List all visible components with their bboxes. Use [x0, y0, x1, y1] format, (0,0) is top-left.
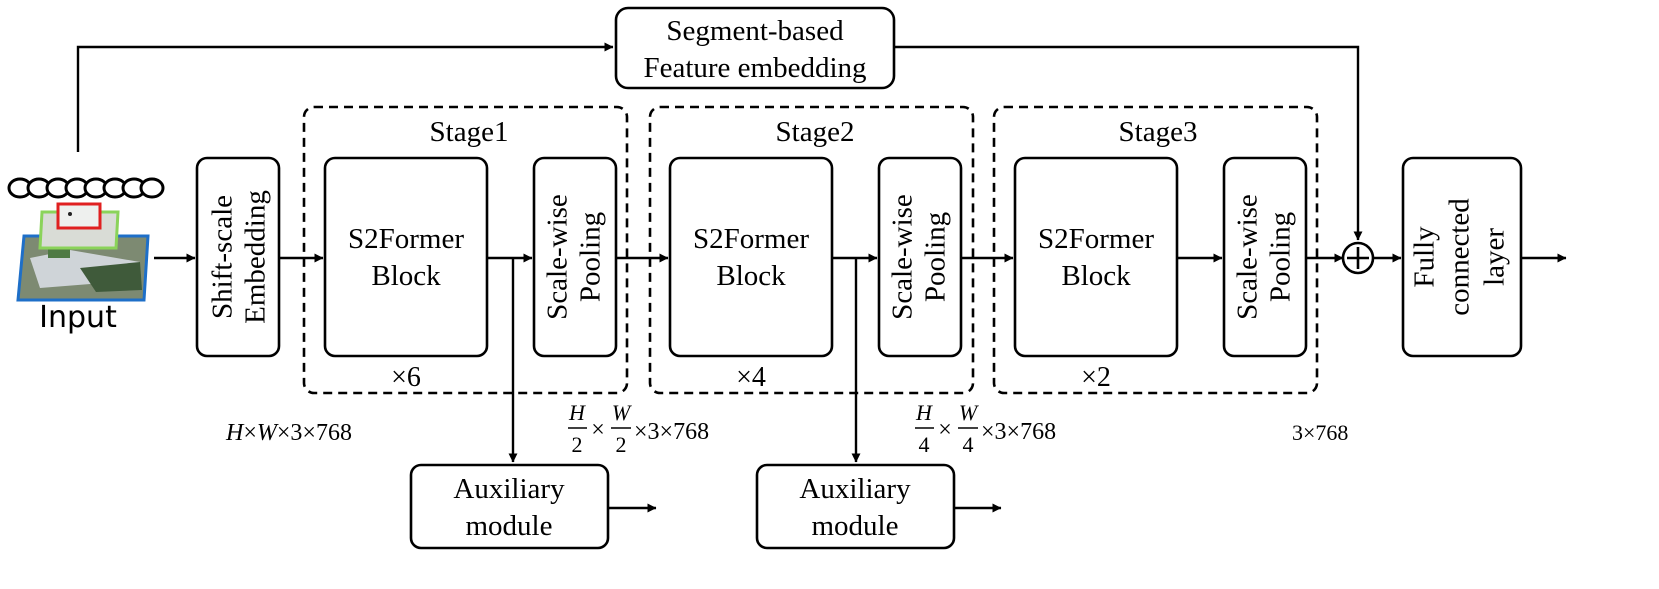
dim1-times: ×: [243, 420, 257, 446]
stage1-container: [302, 105, 629, 395]
dim2-den2: 2: [616, 432, 627, 457]
stage2-title: Stage2: [776, 116, 855, 148]
stage1-title: Stage1: [430, 116, 509, 148]
dim2-den1: 2: [572, 432, 583, 457]
aux1-line1: Auxiliary: [453, 473, 565, 505]
auxiliary-module-2: [755, 463, 956, 550]
fc-line1: Fully: [1409, 226, 1441, 288]
aux2-line1: Auxiliary: [799, 473, 911, 505]
dim2-rest: ×3×768: [634, 419, 709, 445]
add-operator-icon: [1341, 241, 1375, 275]
stage1-block-line2: Block: [371, 260, 441, 292]
segment-embedding-line1: Segment-based: [666, 15, 844, 47]
dim2-times: ×: [591, 417, 605, 443]
embedding-line1: Shift-scale: [207, 195, 239, 319]
stage1-pool-line2: Pooling: [575, 212, 607, 302]
stage3-block-line2: Block: [1061, 260, 1131, 292]
segment-embedding-line2: Feature embedding: [643, 52, 866, 84]
input-token-chain-icon: [7, 177, 165, 199]
svg-text:H×W×3×768: H×W×3×768: [225, 420, 352, 446]
stage3-repeat: ×2: [1081, 362, 1111, 393]
dim3-num2: W: [959, 400, 979, 425]
stage2-container: [648, 105, 975, 395]
dim3-den1: 4: [919, 432, 930, 457]
dim3-times: ×: [938, 417, 952, 443]
dim3-num1: H: [915, 400, 933, 425]
embedding-line2: Embedding: [240, 190, 272, 324]
stage3-title: Stage3: [1119, 116, 1198, 148]
arrow-input-to-segment: [76, 42, 614, 152]
aux2-line2: module: [812, 510, 899, 542]
dim3-rest: ×3×768: [981, 419, 1056, 445]
stage3-container: [992, 105, 1319, 395]
stage1-pool-line1: Scale-wise: [542, 194, 574, 320]
stage2-block-line1: S2Former: [693, 223, 809, 255]
dim3-den2: 4: [963, 432, 974, 457]
stage2-repeat: ×4: [736, 362, 766, 393]
dim1-rest: ×3×768: [277, 420, 352, 446]
dim-label-1: H×W×3×768: [225, 420, 352, 446]
stage2-block-line2: Block: [716, 260, 786, 292]
stage2-s2former-block: [668, 156, 834, 358]
fc-line2: connected: [1444, 198, 1476, 316]
input-label: Input: [39, 300, 117, 335]
auxiliary-module-1: [409, 463, 610, 550]
stage2-pool-line1: Scale-wise: [887, 194, 919, 320]
dim2-num2: W: [612, 400, 632, 425]
dim1-h: H: [225, 420, 245, 446]
stage1-s2former-block: [323, 156, 489, 358]
stage2-pool-line2: Pooling: [920, 212, 952, 302]
stage3-pool-line1: Scale-wise: [1232, 194, 1264, 320]
dim2-num1: H: [568, 400, 586, 425]
dim-label-3: H 4 × W 4 ×3×768: [915, 400, 1056, 457]
stage1-repeat: ×6: [391, 362, 421, 393]
fc-line3: layer: [1479, 228, 1511, 286]
aux1-line2: module: [466, 510, 553, 542]
stage3-block-line1: S2Former: [1038, 223, 1154, 255]
stage3-s2former-block: [1013, 156, 1179, 358]
aerial-image-icon: [16, 202, 150, 302]
arrow-segment-to-add: [894, 45, 1363, 241]
dim1-w: W: [257, 420, 279, 446]
dim-label-2: H 2 × W 2 ×3×768: [568, 400, 709, 457]
stage1-block-line1: S2Former: [348, 223, 464, 255]
dim-label-4: 3×768: [1292, 420, 1348, 445]
stage3-pool-line2: Pooling: [1265, 212, 1297, 302]
